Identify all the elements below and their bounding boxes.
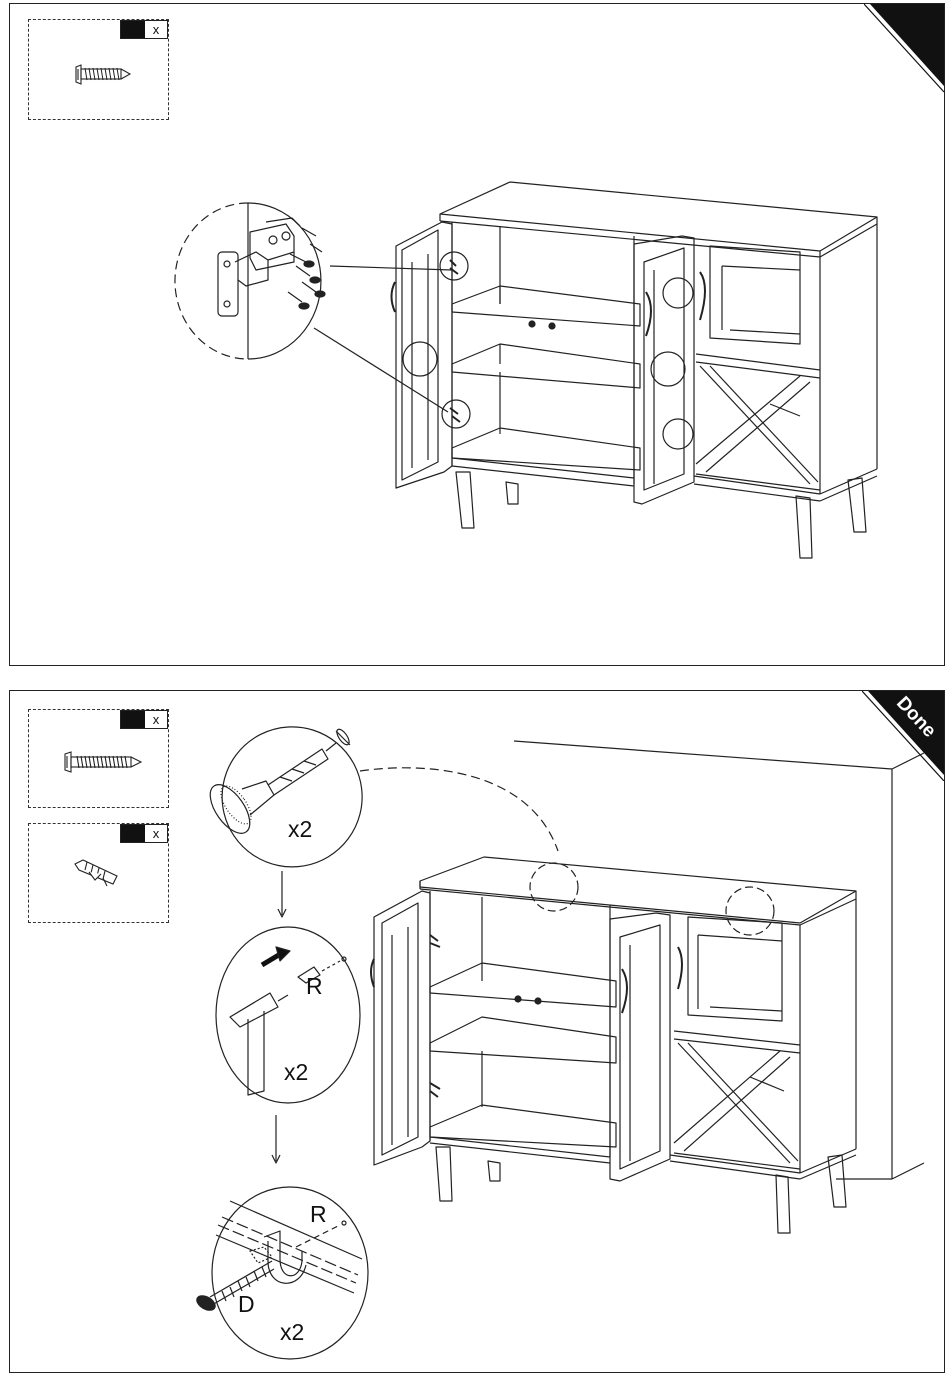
step-1-panel: x xyxy=(9,3,945,666)
anchor-letter-label: R xyxy=(306,975,323,998)
step-1-illustration xyxy=(10,4,946,667)
screw-letter-label: D xyxy=(238,1293,255,1316)
step-2-panel: x x xyxy=(9,690,945,1373)
hinge-detail-callout xyxy=(175,203,325,359)
drill-detail-callout xyxy=(202,727,558,867)
cabinet-drawing xyxy=(392,182,878,558)
bracket-anchor-letter-label: R xyxy=(310,1203,327,1226)
drill-count-label: x2 xyxy=(288,818,312,841)
hinge-mark xyxy=(440,252,470,428)
step-2-illustration xyxy=(10,691,946,1374)
wall-drawing xyxy=(514,741,924,1179)
screw-count-label: x2 xyxy=(280,1321,304,1344)
cabinet-drawing xyxy=(371,857,856,1233)
anchor-count-label: x2 xyxy=(284,1061,308,1084)
